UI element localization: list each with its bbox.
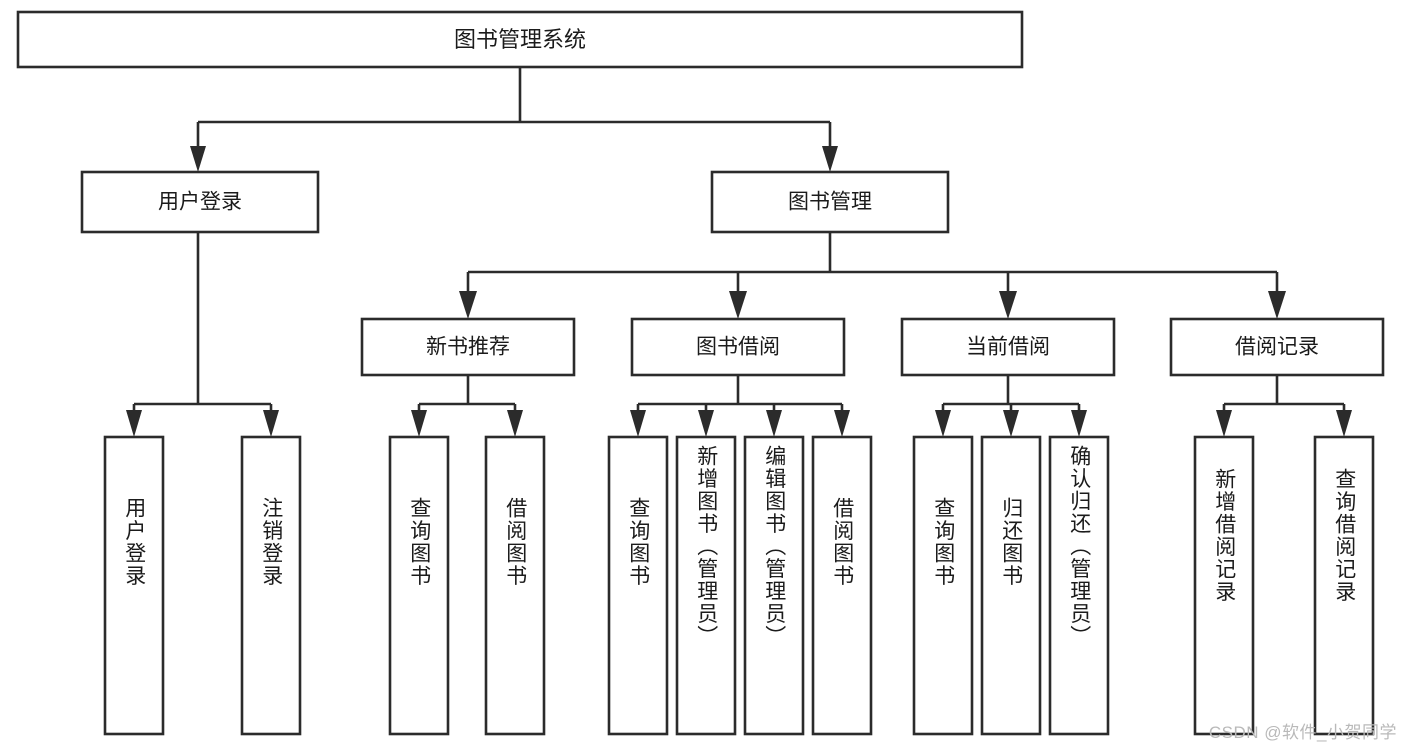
node-current-borrow-label: 当前借阅: [966, 336, 1050, 359]
node-borrow-record-box[interactable]: [1169, 317, 1385, 377]
node-root-box[interactable]: [16, 10, 1024, 69]
node-leaf-borrow-book-1-box[interactable]: [484, 435, 546, 736]
node-leaf-query-record-box[interactable]: [1313, 435, 1375, 736]
arrow-head-leaf-edit-book: [766, 410, 782, 437]
arrow-head-leaf-borrow-book-2: [834, 410, 850, 437]
arrow-head-leaf-user-login: [126, 410, 142, 437]
watermark-text: CSDN @软件_小贺同学: [1208, 723, 1397, 742]
node-leaf-query-book-1-box[interactable]: [388, 435, 450, 736]
node-new-book-recommend-box[interactable]: [360, 317, 576, 377]
connector-group-new-book-recommend: [411, 375, 523, 437]
node-borrow-record[interactable]: 借阅记录: [1169, 317, 1385, 377]
node-leaf-query-book-2-box[interactable]: [607, 435, 669, 736]
node-leaf-add-book-box[interactable]: [675, 435, 737, 736]
node-user-login[interactable]: 用户登录: [80, 170, 320, 234]
arrow-head-leaf-confirm-return: [1071, 410, 1087, 437]
arrow-head-borrow-record: [1268, 291, 1286, 319]
arrow-head-leaf-add-record: [1216, 410, 1232, 437]
node-current-borrow[interactable]: 当前借阅: [900, 317, 1116, 377]
arrow-head-leaf-return-book: [1003, 410, 1019, 437]
arrow-head-new-book-recommend: [459, 291, 477, 319]
node-leaf-query-book-3-box[interactable]: [912, 435, 974, 736]
arrow-head-leaf-logout: [263, 410, 279, 437]
node-user-login-box[interactable]: [80, 170, 320, 234]
node-book-manage-label: 图书管理: [788, 191, 872, 214]
arrow-head-leaf-query-book-3: [935, 410, 951, 437]
arrow-head-current-borrow: [999, 291, 1017, 319]
node-current-borrow-box[interactable]: [900, 317, 1116, 377]
node-book-manage-box[interactable]: [710, 170, 950, 234]
node-book-borrow-label: 图书借阅: [696, 336, 780, 359]
node-book-borrow[interactable]: 图书借阅: [630, 317, 846, 377]
connector-group-current-borrow: [935, 375, 1087, 437]
connector-group-root: [190, 67, 838, 172]
arrow-head-leaf-query-record: [1336, 410, 1352, 437]
node-leaf-edit-book-box[interactable]: [743, 435, 805, 736]
node-leaf-logout-box[interactable]: [240, 435, 302, 736]
node-borrow-record-label: 借阅记录: [1235, 336, 1319, 359]
node-leaf-confirm-return-box[interactable]: [1048, 435, 1110, 736]
arrow-head-user-login: [190, 146, 206, 172]
node-book-borrow-box[interactable]: [630, 317, 846, 377]
arrow-head-leaf-borrow-book-1: [507, 410, 523, 437]
connector-group-user-login: [126, 232, 279, 437]
node-book-manage[interactable]: 图书管理: [710, 170, 950, 234]
node-new-book-recommend-label: 新书推荐: [426, 336, 510, 359]
arrow-head-leaf-add-book: [698, 410, 714, 437]
arrow-head-book-manage: [822, 146, 838, 172]
arrow-head-book-borrow: [729, 291, 747, 319]
connector-group-borrow-record: [1216, 375, 1352, 437]
node-root[interactable]: 图书管理系统: [16, 10, 1024, 69]
node-leaf-add-record-box[interactable]: [1193, 435, 1255, 736]
node-leaf-borrow-book-2-box[interactable]: [811, 435, 873, 736]
node-user-login-label: 用户登录: [158, 191, 242, 214]
node-root-label: 图书管理系统: [454, 27, 586, 52]
connector-group-book-manage: [459, 232, 1286, 319]
arrow-head-leaf-query-book-2: [630, 410, 646, 437]
connector-group-book-borrow: [630, 375, 850, 437]
node-new-book-recommend[interactable]: 新书推荐: [360, 317, 576, 377]
node-leaf-user-login-box[interactable]: [103, 435, 165, 736]
arrow-head-leaf-query-book-1: [411, 410, 427, 437]
node-leaf-return-book-box[interactable]: [980, 435, 1042, 736]
